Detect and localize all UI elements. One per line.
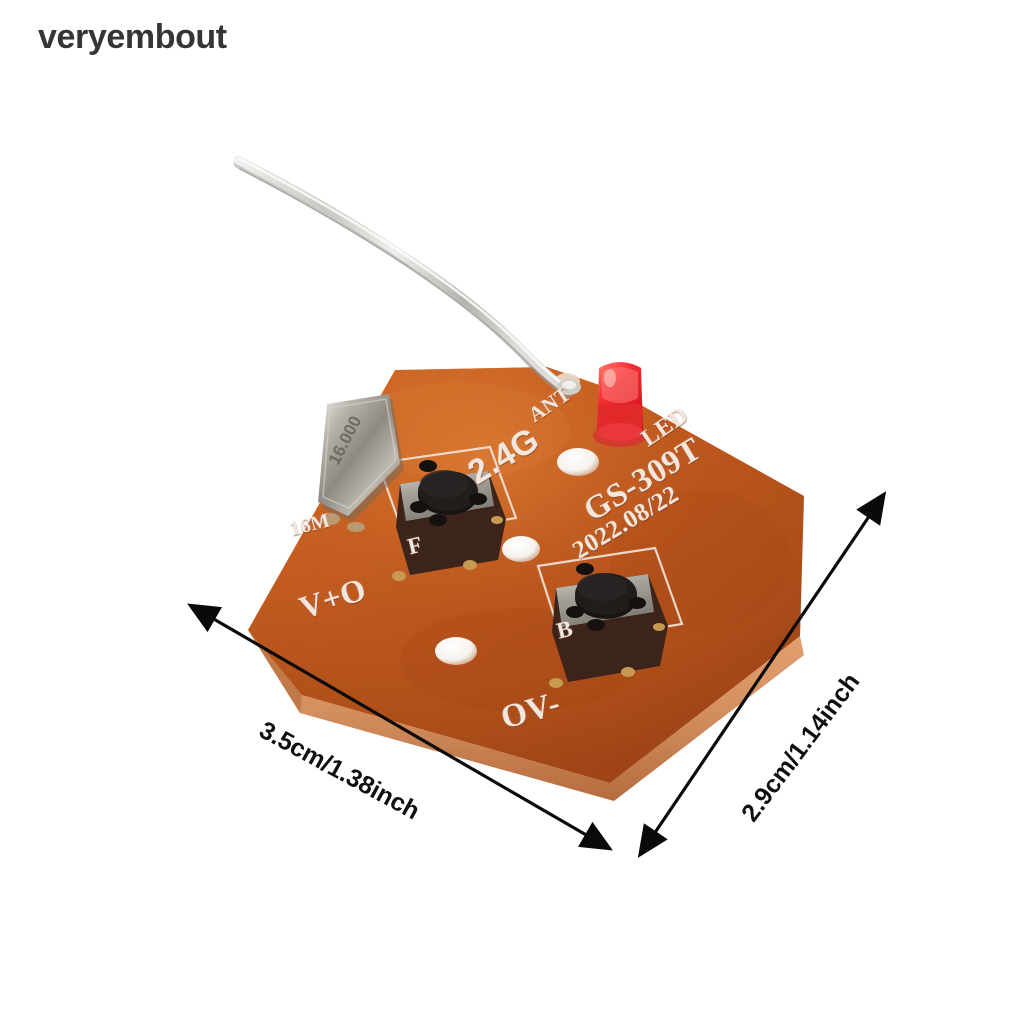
antenna-wire [233, 155, 581, 398]
crystal-oscillator: 16.000 [318, 394, 404, 532]
width-dimension-arrow [187, 603, 613, 851]
watermark-text: veryembout [38, 18, 227, 56]
height-dimension-arrow [637, 491, 887, 858]
tact-switch-forward[interactable] [392, 460, 506, 581]
red-led [593, 362, 647, 447]
